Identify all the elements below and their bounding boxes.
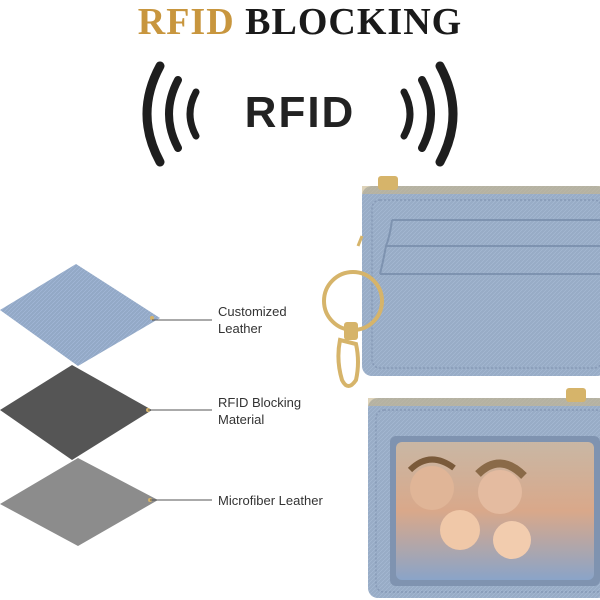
layer-label-line: Material bbox=[218, 412, 265, 427]
signal-waves-right-icon bbox=[400, 61, 458, 167]
layer-label-line: RFID Blocking bbox=[218, 395, 302, 410]
layer-label-rfid-material: RFID Blocking Material bbox=[218, 394, 301, 428]
headline-rfid: RFID bbox=[137, 1, 235, 43]
keyring-icon bbox=[322, 235, 384, 388]
zipper-pull bbox=[566, 388, 586, 402]
pointer-dot bbox=[150, 316, 154, 320]
layer-customized-leather bbox=[0, 264, 160, 366]
layer-label-customized-leather: Customized Leather bbox=[218, 303, 287, 337]
headline-blocking: BLOCKING bbox=[234, 1, 463, 43]
layer-label-line: Microfiber Leather bbox=[218, 493, 323, 508]
layer-label-line: Customized bbox=[218, 304, 287, 319]
signal-waves-left-icon bbox=[142, 61, 200, 167]
layer-rfid-blocking-material bbox=[0, 365, 152, 460]
layer-microfiber-leather bbox=[0, 458, 158, 546]
headline: RFID BLOCKING bbox=[0, 2, 600, 42]
layer-label-line: Leather bbox=[218, 321, 263, 336]
zipper-pull bbox=[378, 176, 398, 190]
rfid-badge-text: RFID bbox=[244, 88, 356, 137]
id-window-photo bbox=[396, 442, 594, 580]
layer-label-microfiber-leather: Microfiber Leather bbox=[218, 492, 323, 509]
